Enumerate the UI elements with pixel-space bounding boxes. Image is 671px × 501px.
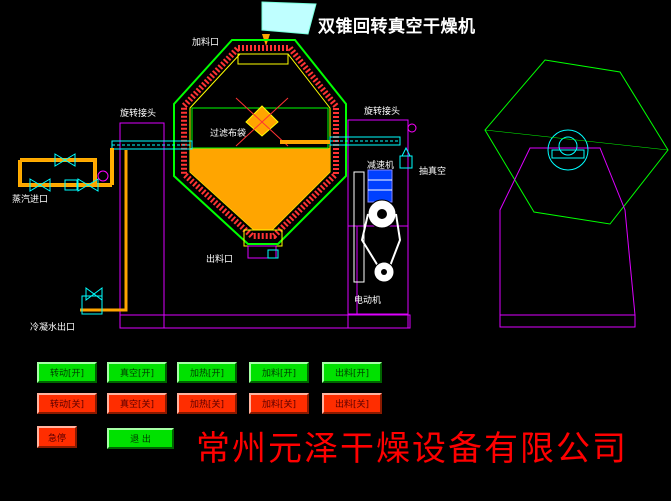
feed-hopper-shape <box>261 1 317 35</box>
page-title: 双锥回转真空干燥机 <box>318 17 476 37</box>
vacuum-on-button[interactable]: 真空[开] <box>107 362 167 383</box>
label-filter-bag: 过滤布袋 <box>210 129 247 139</box>
condensate-pipe <box>80 150 128 312</box>
label-rotary-joint-left: 旋转接头 <box>120 109 157 119</box>
discharge-on-button[interactable]: 出料[开] <box>322 362 382 383</box>
label-feed-inlet: 加料口 <box>192 38 220 48</box>
right-frame <box>347 119 409 329</box>
feed-off-button[interactable]: 加料[关] <box>249 393 309 414</box>
steam-valves <box>29 153 99 192</box>
reducer-icon <box>367 169 393 203</box>
label-rotary-joint-right: 旋转接头 <box>364 107 401 117</box>
heat-on-button[interactable]: 加热[开] <box>177 362 237 383</box>
label-steam-inlet: 蒸汽进口 <box>12 195 49 205</box>
emergency-stop-button[interactable]: 急停 <box>37 426 77 448</box>
side-view <box>484 59 669 328</box>
vessel-outer <box>173 39 347 245</box>
label-motor: 电动机 <box>354 296 382 306</box>
vessel-jacket <box>181 45 339 239</box>
rotate-on-button[interactable]: 转动[开] <box>37 362 97 383</box>
heat-off-button[interactable]: 加热[关] <box>177 393 237 414</box>
label-reducer: 减速机 <box>367 161 395 171</box>
right-gauge-icon <box>407 123 417 133</box>
filter-bag-icon <box>235 97 289 147</box>
feed-on-button[interactable]: 加料[开] <box>249 362 309 383</box>
vacuum-off-button[interactable]: 真空[关] <box>107 393 167 414</box>
exit-button[interactable]: 退 出 <box>107 428 174 449</box>
label-vacuum-pump: 抽真空 <box>419 167 447 177</box>
material-level <box>190 148 330 230</box>
discharge-off-button[interactable]: 出料[关] <box>322 393 382 414</box>
label-cooling-water-outlet: 冷凝水出口 <box>30 323 76 333</box>
left-gauge-icon <box>97 170 109 182</box>
rotate-off-button[interactable]: 转动[关] <box>37 393 97 414</box>
company-name: 常州元泽干燥设备有限公司 <box>196 429 628 469</box>
label-discharge-outlet: 出料口 <box>206 255 234 265</box>
